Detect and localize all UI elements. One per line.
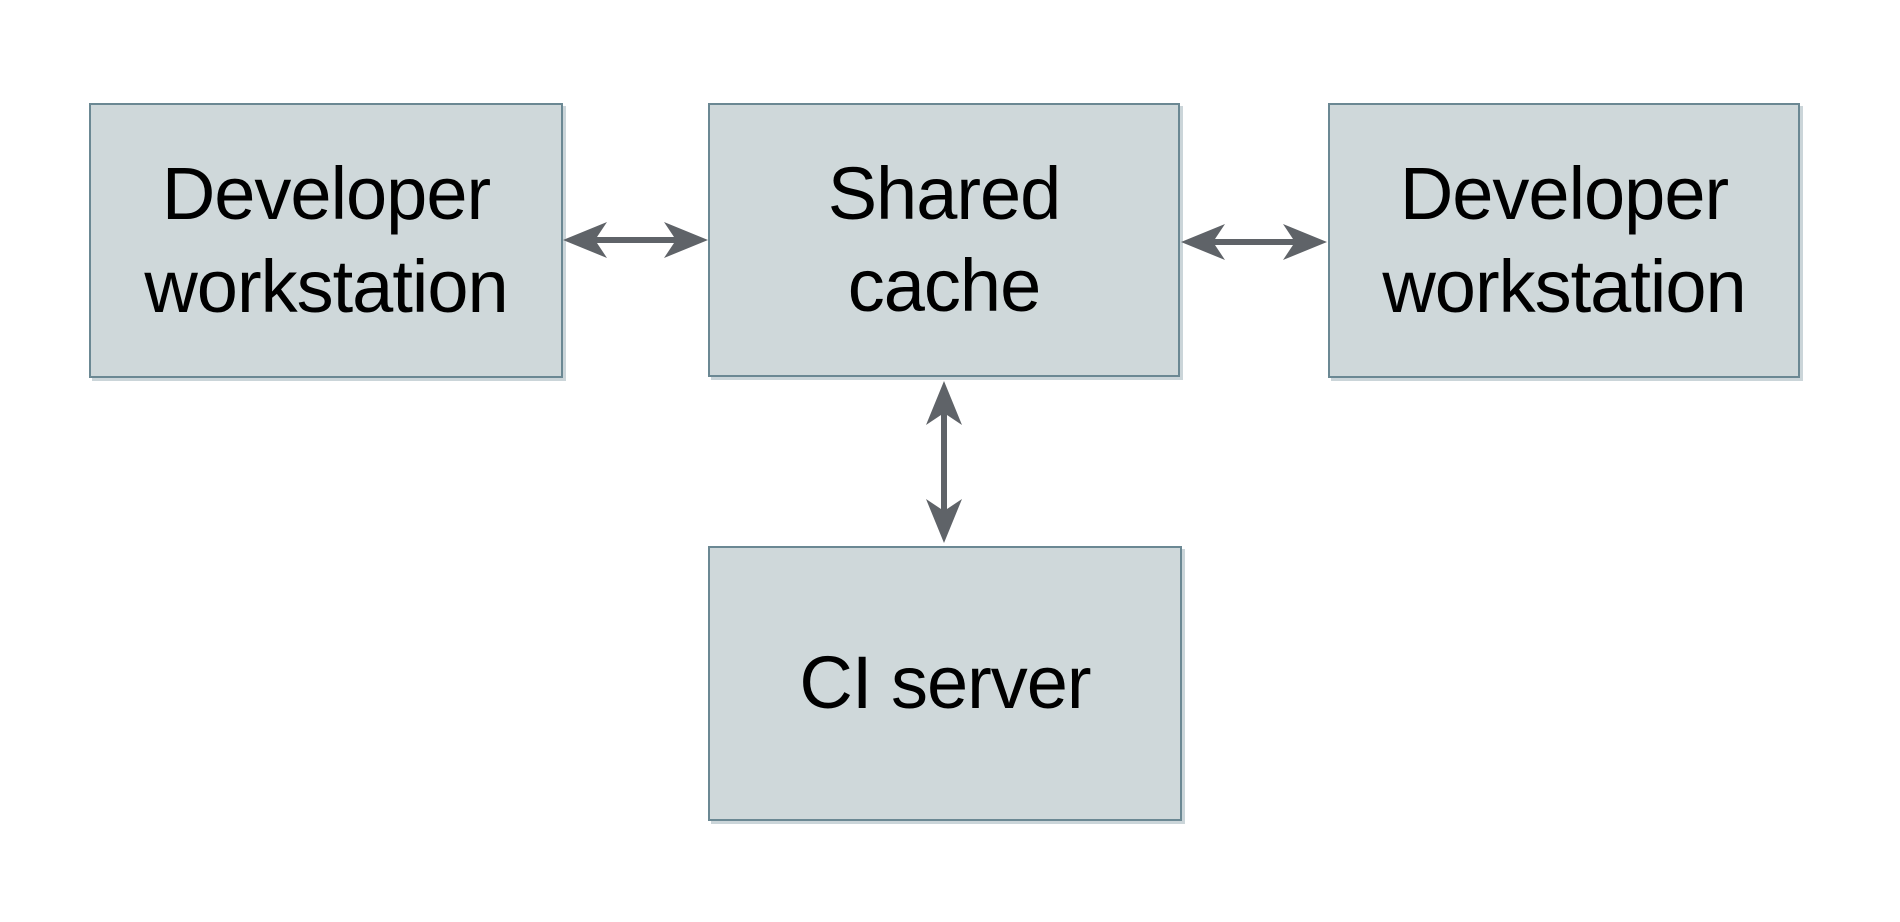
node-developer-workstation-right: Developer workstation xyxy=(1328,103,1800,378)
node-label: Developer workstation xyxy=(144,152,508,328)
node-developer-workstation-left: Developer workstation xyxy=(89,103,563,378)
node-label: Shared cache xyxy=(827,151,1062,328)
node-shared-cache: Shared cache xyxy=(708,103,1180,377)
double-arrow-icon-shared-cache-to-right-workstation xyxy=(1179,218,1329,266)
double-arrow-icon-left-workstation-to-shared-cache xyxy=(561,216,710,264)
node-label: Developer workstation xyxy=(1382,152,1746,328)
node-label: CI server xyxy=(799,641,1091,725)
double-arrow-icon-shared-cache-to-ci-server xyxy=(920,379,968,545)
node-ci-server: CI server xyxy=(708,546,1182,821)
